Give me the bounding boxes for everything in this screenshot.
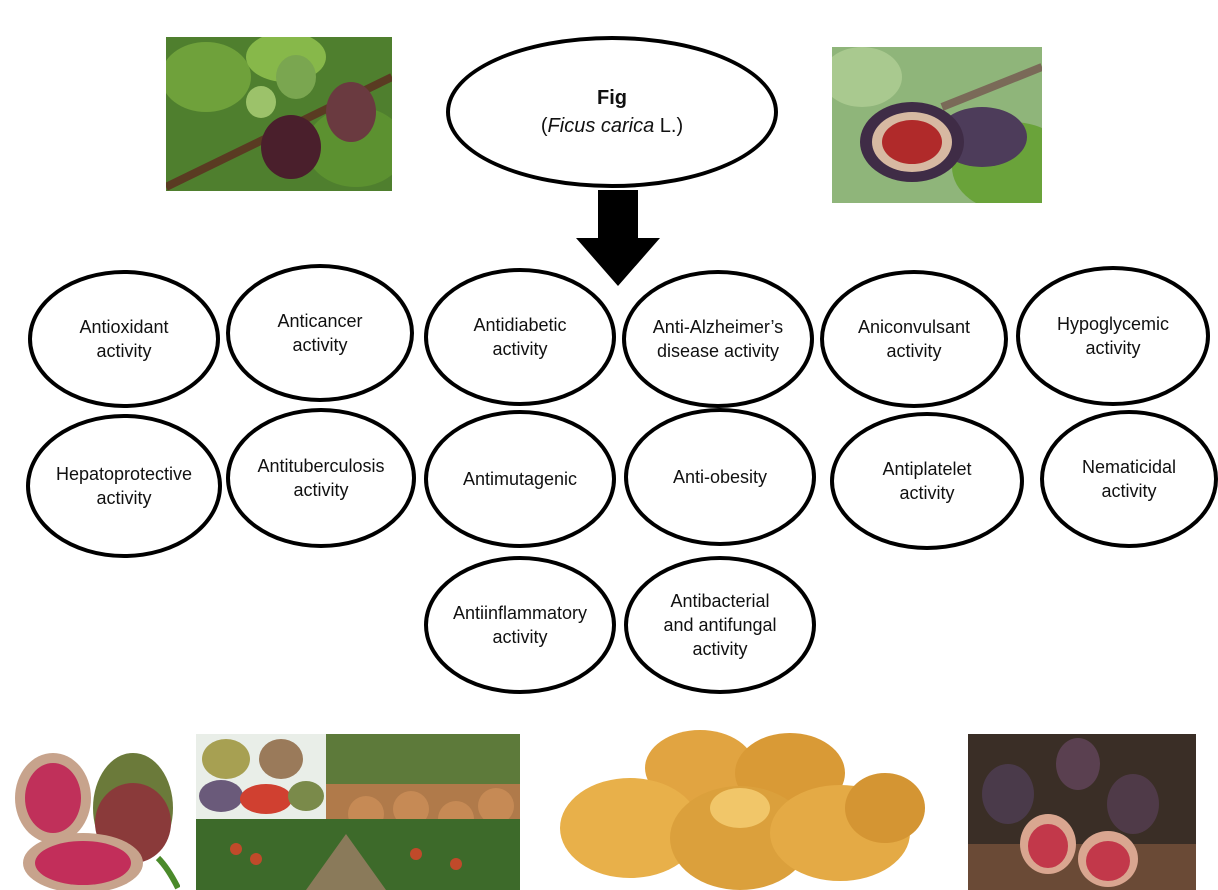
activity-anti-obesity: Anti-obesity xyxy=(624,408,816,546)
activity-antimutagenic: Antimutagenic xyxy=(424,410,616,548)
root-title: Fig xyxy=(597,87,627,109)
down-arrow-icon xyxy=(576,190,660,286)
root-node-fig: Fig (Ficus carica L.) xyxy=(446,36,778,188)
dried-figs-photo xyxy=(540,728,938,890)
scientific-name: Ficus carica xyxy=(547,115,655,137)
root-subtitle: (Ficus carica L.) xyxy=(540,115,684,137)
fig-varieties-collage-photo xyxy=(196,734,520,890)
fig-halves-photo xyxy=(8,728,180,890)
figs-on-wood-photo xyxy=(968,734,1196,890)
fig-cut-on-branch-photo xyxy=(832,47,1042,203)
fig-tree-photo xyxy=(166,37,392,191)
